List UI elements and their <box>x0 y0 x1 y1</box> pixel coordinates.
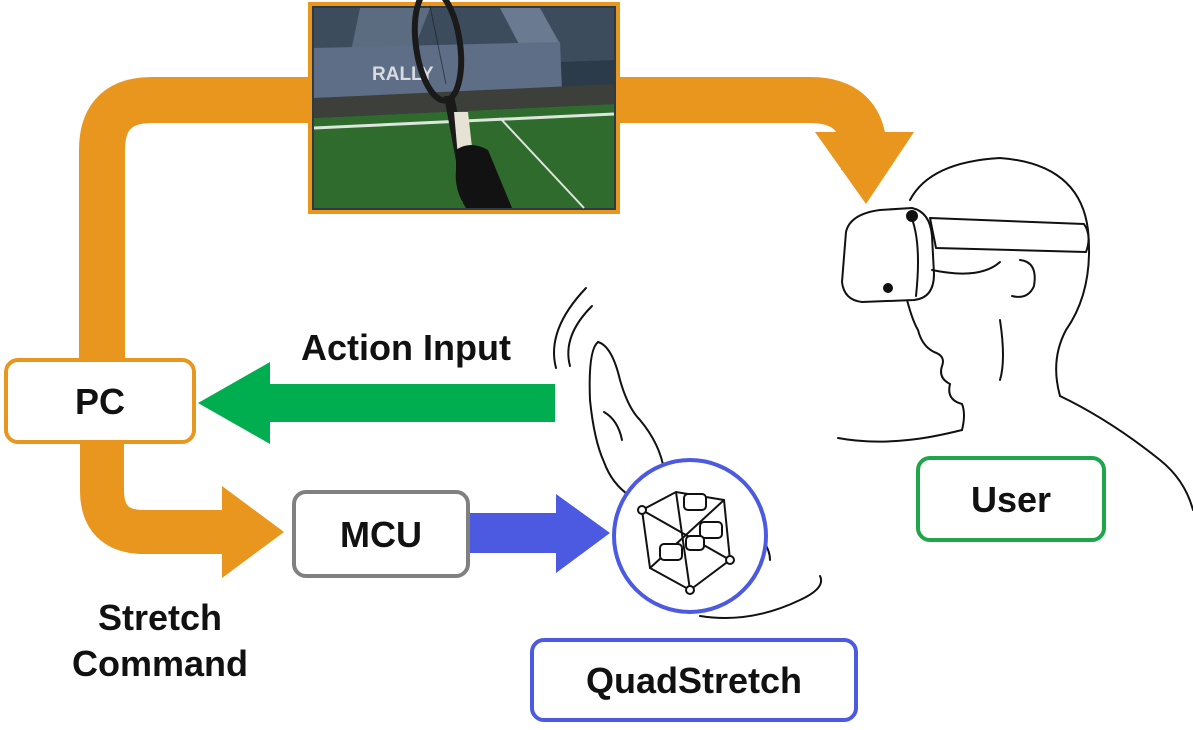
vr-tennis-scene: RALLY <box>308 0 620 214</box>
mcu-label: MCU <box>340 514 422 555</box>
user-box: User <box>916 456 1106 542</box>
stretch-command-label-line2: Command <box>72 643 248 684</box>
rally-banner <box>314 42 562 98</box>
quadstretch-label: QuadStretch <box>586 660 802 701</box>
action-input-label: Action Input <box>301 327 511 368</box>
stretch-command-flow <box>80 440 284 578</box>
quadstretch-box: QuadStretch <box>530 638 858 722</box>
mcu-to-quadstretch-arrow <box>468 494 610 573</box>
user-with-headset <box>837 157 1193 511</box>
stretch-command-arrowhead <box>222 486 284 578</box>
pc-box: PC <box>4 358 196 444</box>
player-glove <box>455 145 512 208</box>
display-to-user-arrowhead <box>815 132 914 204</box>
mcu-box: MCU <box>292 490 470 578</box>
action-input-arrow <box>198 362 555 444</box>
user-label: User <box>971 479 1051 520</box>
stretch-command-label-line1: Stretch <box>98 597 222 638</box>
quadstretch-device-illustration <box>612 458 768 614</box>
pc-label: PC <box>75 381 125 422</box>
